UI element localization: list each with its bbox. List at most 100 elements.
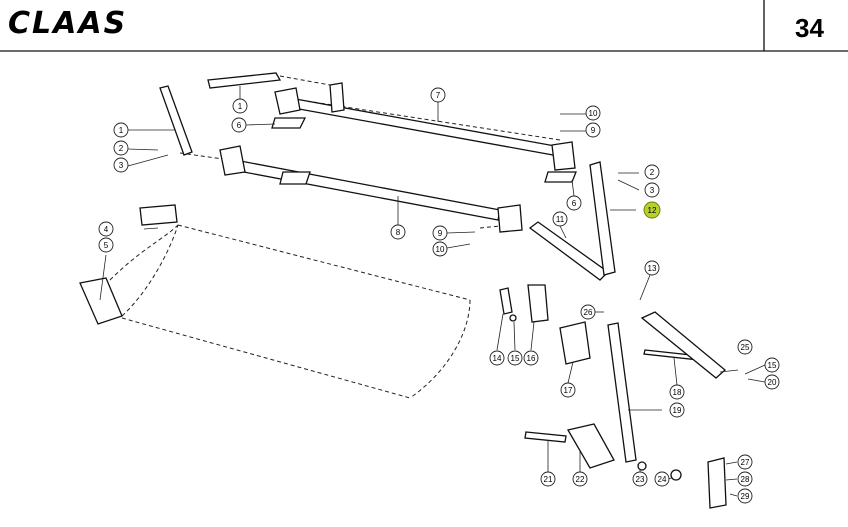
arm-19 bbox=[607, 322, 637, 463]
callout-15-left[interactable]: 15 bbox=[507, 350, 523, 366]
callout-18[interactable]: 18 bbox=[669, 384, 685, 400]
callout-9-lower[interactable]: 9 bbox=[432, 225, 448, 241]
svg-text:13: 13 bbox=[648, 264, 657, 273]
washer-23 bbox=[637, 461, 647, 471]
svg-text:23: 23 bbox=[636, 475, 645, 484]
plate-lower bbox=[279, 171, 311, 185]
svg-text:3: 3 bbox=[650, 186, 655, 195]
shaft-8 bbox=[232, 159, 501, 221]
svg-text:14: 14 bbox=[493, 354, 502, 363]
callout-8[interactable]: 8 bbox=[390, 224, 406, 240]
bracket-4 bbox=[139, 204, 178, 226]
callout-23[interactable]: 23 bbox=[632, 471, 648, 487]
callout-leaders bbox=[99, 86, 766, 497]
svg-text:19: 19 bbox=[673, 406, 682, 415]
svg-text:6: 6 bbox=[572, 199, 577, 208]
callout-27[interactable]: 27 bbox=[737, 454, 753, 470]
callout-5[interactable]: 5 bbox=[98, 237, 114, 253]
svg-text:17: 17 bbox=[564, 386, 573, 395]
callout-22[interactable]: 22 bbox=[572, 471, 588, 487]
bearing-upper-left bbox=[274, 87, 301, 115]
trough-housing-outline bbox=[109, 224, 471, 399]
svg-text:4: 4 bbox=[104, 225, 109, 234]
threaded-rod-21 bbox=[524, 431, 567, 443]
brand-logo: CLAAS bbox=[8, 6, 127, 41]
callout-16[interactable]: 16 bbox=[523, 350, 539, 366]
callout-7[interactable]: 7 bbox=[430, 87, 446, 103]
plate-22 bbox=[566, 423, 615, 469]
svg-text:6: 6 bbox=[237, 121, 242, 130]
callout-2-left[interactable]: 2 bbox=[113, 140, 129, 156]
callout-1-left[interactable]: 1 bbox=[113, 122, 129, 138]
callout-1-upper[interactable]: 1 bbox=[232, 98, 248, 114]
callout-25[interactable]: 25 bbox=[737, 339, 753, 355]
callout-19[interactable]: 19 bbox=[669, 402, 685, 418]
svg-text:25: 25 bbox=[741, 343, 750, 352]
link-1-left bbox=[159, 85, 193, 156]
svg-text:10: 10 bbox=[589, 109, 598, 118]
callout-4[interactable]: 4 bbox=[98, 221, 114, 237]
callout-24[interactable]: 24 bbox=[654, 471, 670, 487]
svg-text:9: 9 bbox=[438, 229, 443, 238]
pin-14 bbox=[499, 287, 513, 315]
callout-20[interactable]: 20 bbox=[764, 374, 780, 390]
callout-11[interactable]: 11 bbox=[552, 211, 568, 227]
svg-text:21: 21 bbox=[544, 475, 553, 484]
svg-text:18: 18 bbox=[673, 388, 682, 397]
bracket-28 bbox=[707, 457, 727, 509]
svg-text:22: 22 bbox=[576, 475, 585, 484]
svg-text:11: 11 bbox=[556, 215, 565, 224]
arm-12 bbox=[589, 161, 616, 276]
bearing-upper-right bbox=[551, 141, 576, 171]
svg-text:2: 2 bbox=[119, 144, 124, 153]
svg-text:1: 1 bbox=[238, 102, 243, 111]
svg-text:20: 20 bbox=[768, 378, 777, 387]
svg-text:10: 10 bbox=[436, 245, 445, 254]
svg-text:29: 29 bbox=[741, 492, 750, 501]
svg-text:1: 1 bbox=[119, 126, 124, 135]
svg-text:24: 24 bbox=[658, 475, 667, 484]
callout-3-right[interactable]: 3 bbox=[644, 182, 660, 198]
callout-2-right[interactable]: 2 bbox=[644, 164, 660, 180]
plate-6-upper bbox=[271, 117, 307, 129]
svg-text:28: 28 bbox=[741, 475, 750, 484]
svg-text:8: 8 bbox=[396, 228, 401, 237]
plate-17 bbox=[559, 321, 591, 365]
bracket-16 bbox=[527, 284, 549, 323]
callout-28[interactable]: 28 bbox=[737, 471, 753, 487]
bearing-lower-left bbox=[219, 145, 246, 176]
callout-10-lower[interactable]: 10 bbox=[432, 241, 448, 257]
shaft-7 bbox=[287, 97, 556, 156]
callout-6-right[interactable]: 6 bbox=[566, 195, 582, 211]
callout-26[interactable]: 26 bbox=[580, 304, 596, 320]
callout-3-left[interactable]: 3 bbox=[113, 157, 129, 173]
callout-10-upper[interactable]: 10 bbox=[585, 105, 601, 121]
svg-text:16: 16 bbox=[527, 354, 536, 363]
callout-21[interactable]: 21 bbox=[540, 471, 556, 487]
callout-29[interactable]: 29 bbox=[737, 488, 753, 504]
callout-6-upper[interactable]: 6 bbox=[231, 117, 247, 133]
svg-text:15: 15 bbox=[768, 361, 777, 370]
bar-11 bbox=[528, 221, 610, 281]
exploded-assembly-drawing bbox=[79, 72, 727, 509]
svg-text:3: 3 bbox=[119, 161, 124, 170]
washer-15 bbox=[509, 314, 517, 322]
svg-text:12: 12 bbox=[648, 206, 657, 215]
callout-14[interactable]: 14 bbox=[489, 350, 505, 366]
svg-text:7: 7 bbox=[436, 91, 441, 100]
callout-17[interactable]: 17 bbox=[560, 382, 576, 398]
callout-15-right[interactable]: 15 bbox=[764, 357, 780, 373]
svg-text:15: 15 bbox=[511, 354, 520, 363]
svg-text:27: 27 bbox=[741, 458, 750, 467]
plate-5 bbox=[79, 277, 123, 325]
svg-text:2: 2 bbox=[650, 168, 655, 177]
nut-24 bbox=[670, 469, 682, 481]
callout-12[interactable]: 12 bbox=[643, 201, 661, 219]
link-1-upper bbox=[207, 72, 282, 89]
callout-13[interactable]: 13 bbox=[644, 260, 660, 276]
link-25 bbox=[640, 311, 726, 379]
page-number: 34 bbox=[795, 13, 824, 43]
svg-text:9: 9 bbox=[591, 126, 596, 135]
callout-9-upper[interactable]: 9 bbox=[585, 122, 601, 138]
